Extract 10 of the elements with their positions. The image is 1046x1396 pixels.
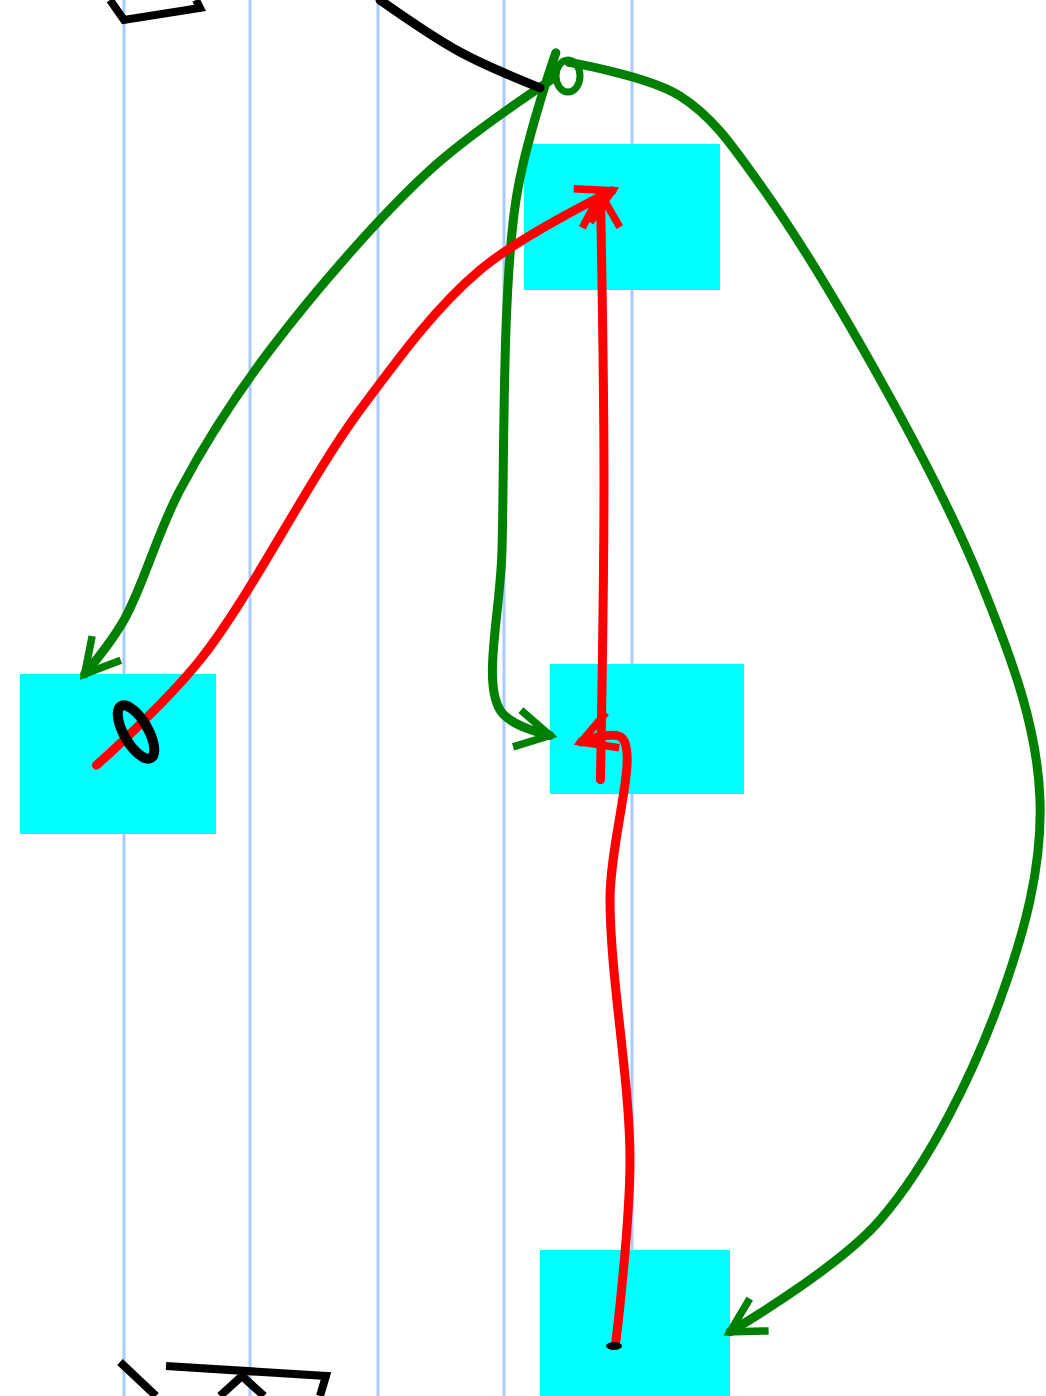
arrow: [578, 189, 624, 785]
sketch-box: [540, 1250, 730, 1396]
arrow: [91, 185, 617, 770]
sketch-box: [550, 664, 744, 794]
arrow: [564, 57, 1045, 1337]
arrow: [487, 48, 561, 751]
arrow: [576, 709, 635, 1345]
sketch-box: [524, 144, 720, 290]
sketch-box: [20, 674, 216, 834]
arrow: [80, 74, 557, 679]
